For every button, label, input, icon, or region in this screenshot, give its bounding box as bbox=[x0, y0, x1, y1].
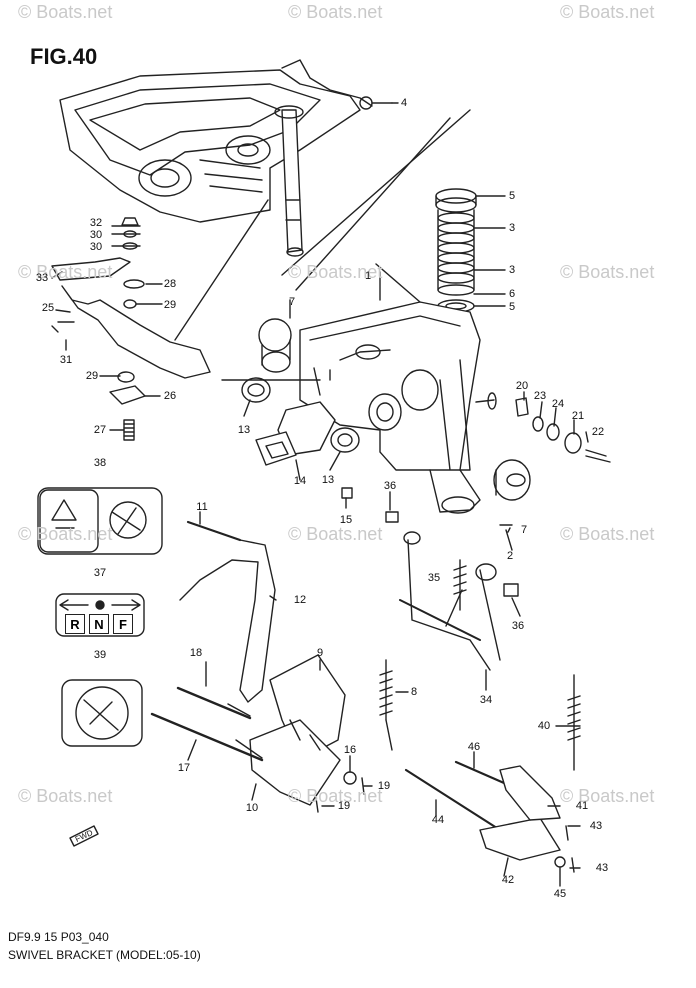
callout-36a: 36 bbox=[383, 480, 397, 492]
shift-r: R bbox=[65, 614, 85, 634]
callout-29b: 29 bbox=[85, 370, 99, 382]
watermark-mid-center: © Boats.net bbox=[288, 262, 383, 282]
shift-n: N bbox=[89, 614, 109, 634]
callout-8: 8 bbox=[410, 686, 418, 698]
callout-12: 12 bbox=[293, 594, 307, 606]
callout-26: 26 bbox=[163, 390, 177, 402]
callout-32: 32 bbox=[89, 217, 103, 229]
callout-1: 1 bbox=[364, 270, 372, 282]
callout-3a: 3 bbox=[508, 222, 516, 234]
watermark-top-right: © Boats.net bbox=[560, 2, 655, 22]
callout-19a: 19 bbox=[377, 780, 391, 792]
callout-20: 20 bbox=[515, 380, 529, 392]
callout-13a: 13 bbox=[237, 424, 251, 436]
small-parts-left-drawing bbox=[51, 217, 211, 441]
callout-46: 46 bbox=[467, 741, 481, 753]
watermark-lower-right: © Boats.net bbox=[560, 524, 655, 544]
callout-38: 38 bbox=[93, 457, 107, 469]
callout-40: 40 bbox=[537, 720, 551, 732]
watermark-mid-right: © Boats.net bbox=[560, 262, 655, 282]
callout-29a: 29 bbox=[163, 299, 177, 311]
callout-4: 4 bbox=[400, 97, 408, 109]
clamp-bracket-drawing bbox=[59, 59, 393, 257]
callout-9: 9 bbox=[316, 647, 324, 659]
callout-17: 17 bbox=[177, 762, 191, 774]
callout-7a: 7 bbox=[288, 296, 296, 308]
watermark-lower-center: © Boats.net bbox=[288, 524, 383, 544]
callout-5a: 5 bbox=[508, 190, 516, 202]
callout-25: 25 bbox=[41, 302, 55, 314]
callout-31: 31 bbox=[59, 354, 73, 366]
footer-code: DF9.9 15 P03_040 bbox=[8, 930, 109, 944]
figure-title: FIG.40 bbox=[30, 44, 98, 69]
callout-43a: 43 bbox=[589, 820, 603, 832]
callout-39: 39 bbox=[93, 649, 107, 661]
callout-15: 15 bbox=[339, 514, 353, 526]
callout-44: 44 bbox=[431, 814, 445, 826]
callout-13b: 13 bbox=[321, 474, 335, 486]
callout-6: 6 bbox=[508, 288, 516, 300]
shift-position-label: R N F bbox=[65, 614, 133, 634]
callout-10: 10 bbox=[245, 802, 259, 814]
callout-16: 16 bbox=[343, 744, 357, 756]
swivel-bracket-drawing bbox=[299, 301, 497, 514]
callout-5b: 5 bbox=[508, 301, 516, 313]
callout-23: 23 bbox=[533, 390, 547, 402]
callout-37: 37 bbox=[93, 567, 107, 579]
watermark-bottom-right: © Boats.net bbox=[560, 786, 655, 806]
callout-18: 18 bbox=[189, 647, 203, 659]
callout-45: 45 bbox=[553, 888, 567, 900]
callout-30b: 30 bbox=[89, 241, 103, 253]
callout-30a: 30 bbox=[89, 229, 103, 241]
callout-11: 11 bbox=[196, 501, 208, 513]
bushing-stack-drawing bbox=[435, 188, 477, 313]
watermark-bottom-center: © Boats.net bbox=[288, 786, 383, 806]
callout-34: 34 bbox=[479, 694, 493, 706]
watermark-bottom-left: © Boats.net bbox=[18, 786, 113, 806]
watermark-top-center: © Boats.net bbox=[288, 2, 383, 22]
watermark-lower-left: © Boats.net bbox=[18, 524, 113, 544]
callout-43b: 43 bbox=[595, 862, 609, 874]
watermark-mid-left: © Boats.net bbox=[18, 262, 113, 282]
callout-28: 28 bbox=[163, 278, 177, 290]
footer-subtitle: SWIVEL BRACKET (MODEL:05-10) bbox=[8, 948, 201, 962]
callout-3b: 3 bbox=[508, 264, 516, 276]
shift-f: F bbox=[113, 614, 133, 634]
callout-19b: 19 bbox=[337, 800, 351, 812]
callout-24: 24 bbox=[551, 398, 565, 410]
callout-36b: 36 bbox=[511, 620, 525, 632]
callout-21: 21 bbox=[571, 410, 585, 422]
callout-22: 22 bbox=[591, 426, 605, 438]
callout-33: 33 bbox=[35, 272, 49, 284]
watermark-top-left: © Boats.net bbox=[18, 2, 113, 22]
callout-27: 27 bbox=[93, 424, 107, 436]
callout-35: 35 bbox=[427, 572, 441, 584]
callout-41: 41 bbox=[575, 800, 589, 812]
callout-14: 14 bbox=[293, 475, 307, 487]
callout-42: 42 bbox=[501, 874, 515, 886]
callout-7b: 7 bbox=[520, 524, 528, 536]
callout-2: 2 bbox=[506, 550, 514, 562]
